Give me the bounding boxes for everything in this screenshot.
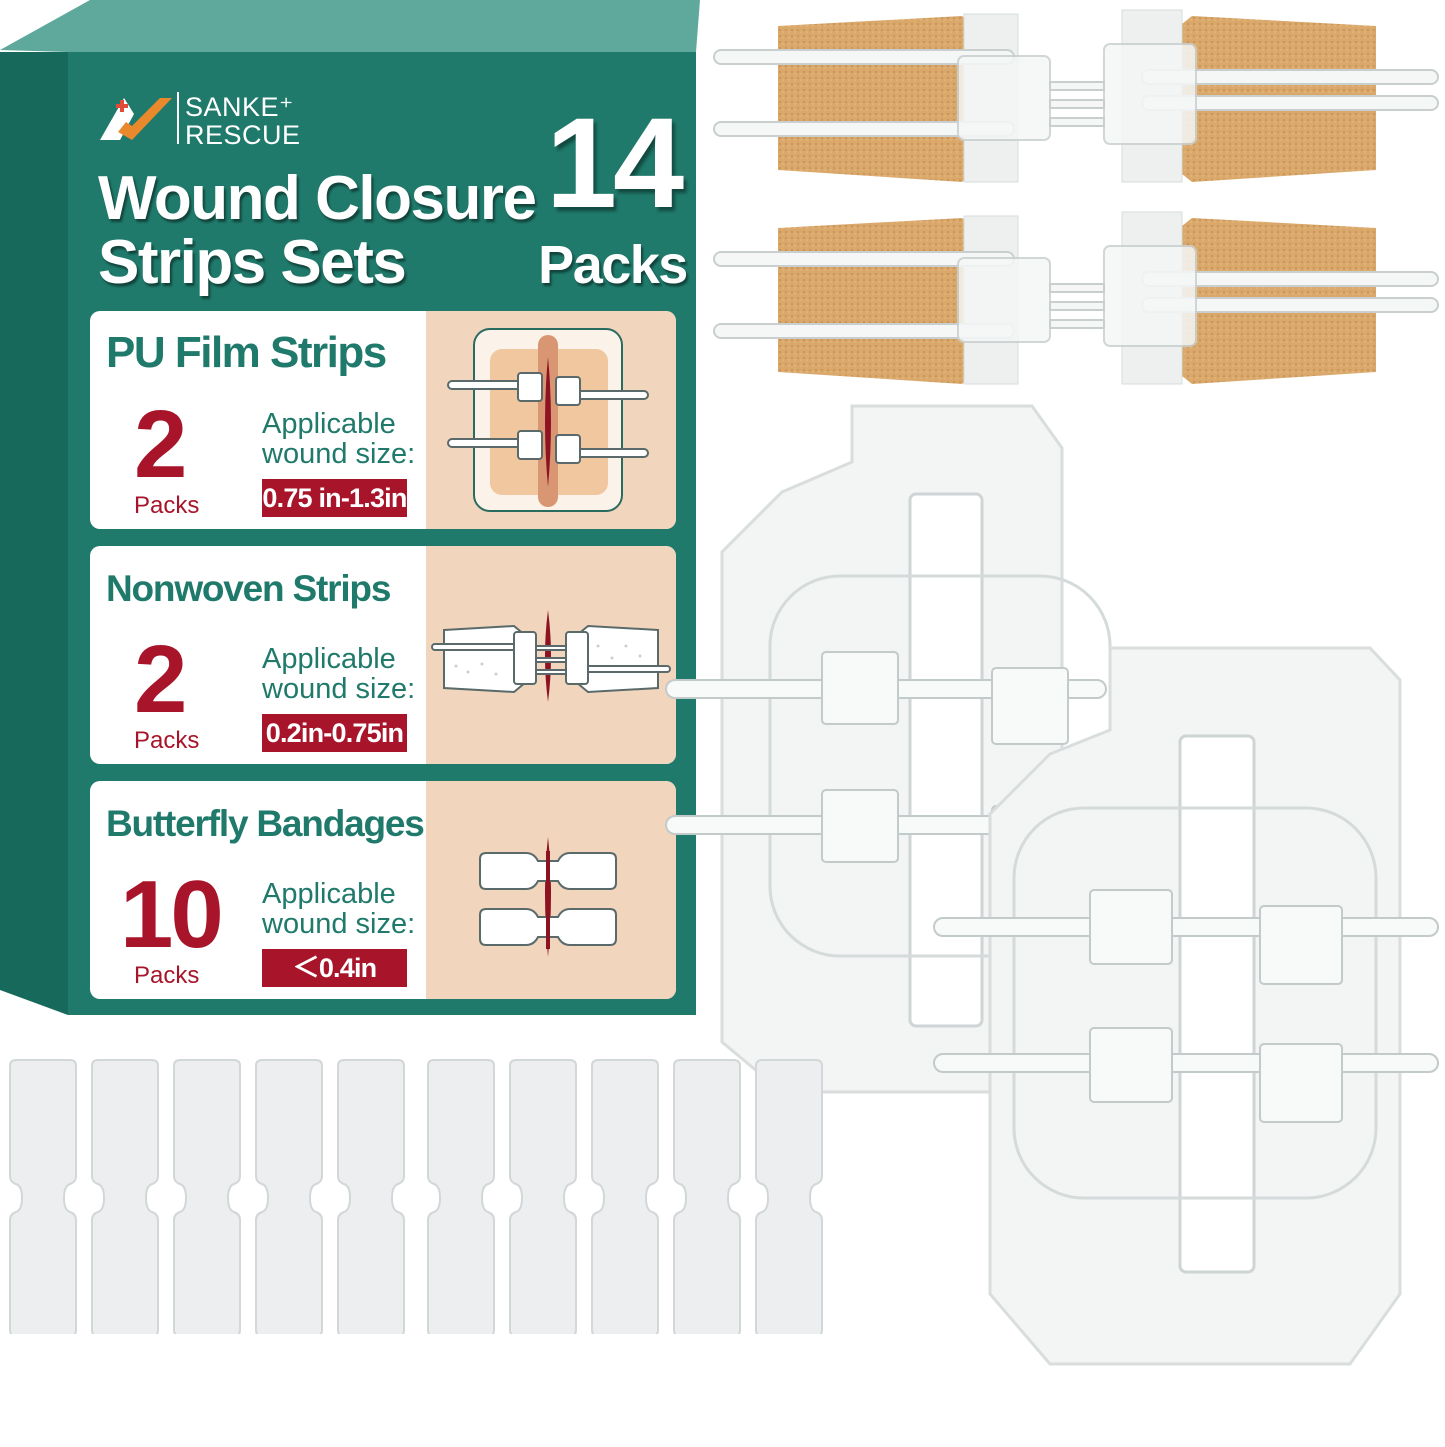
product-title-line2: Strips Sets bbox=[98, 228, 407, 297]
panel-quantity: 2 bbox=[134, 626, 187, 733]
butterfly-bandage bbox=[591, 1059, 659, 1334]
butterfly-bandage-products bbox=[9, 1059, 823, 1334]
box-side-face bbox=[0, 52, 68, 1015]
panel-quantity: 10 bbox=[120, 861, 224, 968]
butterfly-bandage bbox=[337, 1059, 405, 1334]
butterfly-bandage bbox=[9, 1059, 77, 1334]
panel-heading: Nonwoven Strips bbox=[106, 568, 391, 609]
panel-illustration bbox=[426, 546, 676, 764]
panel-quantity: 2 bbox=[134, 391, 187, 498]
box-top-face bbox=[0, 0, 700, 52]
brand-name-line1: SANKE⁺ bbox=[185, 92, 294, 122]
applicable-line1: Applicable bbox=[262, 643, 396, 675]
butterfly-bandage bbox=[755, 1059, 823, 1334]
panel-quantity-unit: Packs bbox=[134, 962, 200, 989]
panel-applicable-label: Applicable wound size: bbox=[262, 879, 432, 939]
butterfly-bandage bbox=[255, 1059, 323, 1334]
applicable-line2: wound size: bbox=[262, 438, 416, 470]
brand-checkmark-icon bbox=[100, 98, 172, 140]
nonwoven-strip-product-2 bbox=[713, 211, 1439, 385]
applicable-line1: Applicable bbox=[262, 878, 396, 910]
applicable-line1: Applicable bbox=[262, 408, 396, 440]
panel-wound-size-badge: ＜0.4in bbox=[262, 949, 407, 987]
panel-pu-film-strips: PU Film Strips 2 Packs Applicable wound … bbox=[90, 311, 676, 529]
nonwoven-strip-diagram-icon bbox=[431, 610, 671, 702]
applicable-line2: wound size: bbox=[262, 908, 416, 940]
total-pack-unit: Packs bbox=[538, 235, 688, 295]
panel-wound-size-badge: 0.2in-0.75in bbox=[262, 714, 407, 752]
butterfly-bandage bbox=[673, 1059, 741, 1334]
brand-divider bbox=[177, 92, 179, 144]
panel-quantity-unit: Packs bbox=[134, 492, 200, 519]
butterfly-bandage bbox=[173, 1059, 241, 1334]
pu-film-strip-diagram-icon bbox=[447, 328, 649, 512]
panel-illustration bbox=[426, 311, 676, 529]
panel-heading: PU Film Strips bbox=[106, 328, 387, 377]
butterfly-bandage bbox=[509, 1059, 577, 1334]
butterfly-bandage bbox=[91, 1059, 159, 1334]
butterfly-bandage bbox=[427, 1059, 495, 1334]
total-pack-count: 14 bbox=[545, 92, 684, 235]
panel-quantity-unit: Packs bbox=[134, 727, 200, 754]
panel-applicable-label: Applicable wound size: bbox=[262, 409, 432, 469]
applicable-line2: wound size: bbox=[262, 673, 416, 705]
product-title-line1: Wound Closure bbox=[98, 164, 537, 233]
panel-wound-size-badge: 0.75 in-1.3in bbox=[262, 479, 407, 517]
butterfly-bandage-diagram-icon bbox=[479, 837, 617, 957]
panel-illustration bbox=[426, 781, 676, 999]
panel-butterfly-bandages: Butterfly Bandages 10 Packs Applicable w… bbox=[90, 781, 676, 999]
panel-applicable-label: Applicable wound size: bbox=[262, 644, 432, 704]
panel-nonwoven-strips: Nonwoven Strips 2 Packs Applicable wound… bbox=[90, 546, 676, 764]
pu-film-patch-product-2 bbox=[933, 646, 1439, 1366]
brand-name-line2: RESCUE bbox=[185, 120, 301, 150]
nonwoven-strip-product-1 bbox=[713, 9, 1439, 183]
panel-heading: Butterfly Bandages bbox=[106, 803, 425, 844]
